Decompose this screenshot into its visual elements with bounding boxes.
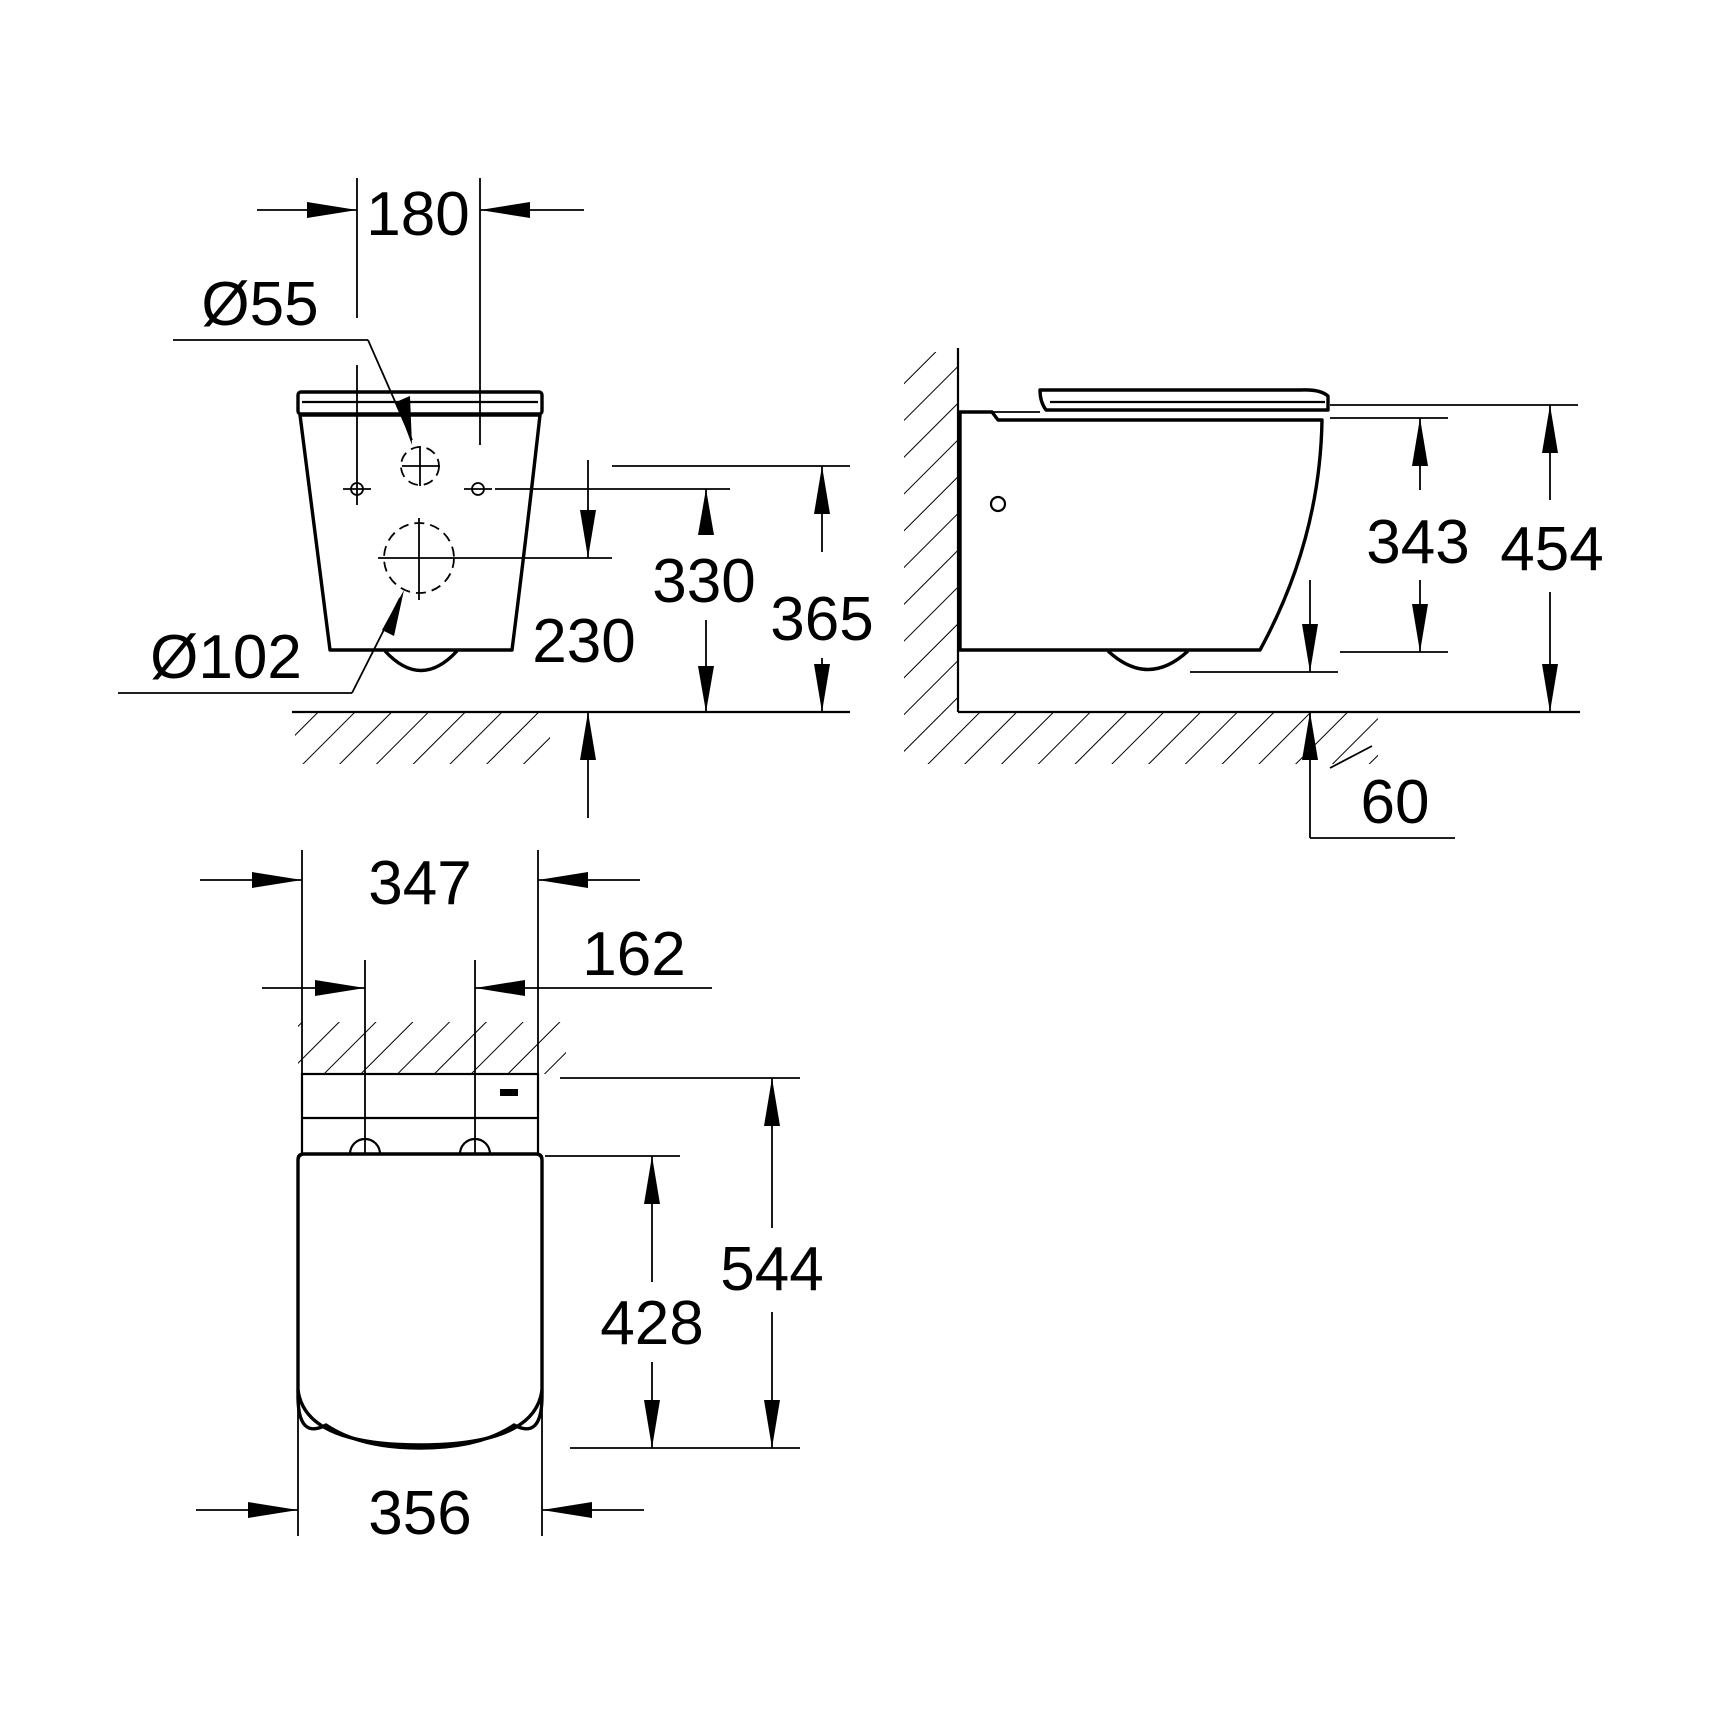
top-view: 347 162 428 544 356 xyxy=(196,849,824,1548)
front-view: 180 Ø55 Ø102 230 330 365 xyxy=(118,178,874,818)
side-bowl-body xyxy=(958,410,1324,652)
dim-side-60: 60 xyxy=(1361,768,1430,837)
dim-side-343: 343 xyxy=(1366,508,1469,577)
front-bowl-body xyxy=(298,413,542,652)
front-seat-lid xyxy=(296,390,544,416)
dim-side-454: 454 xyxy=(1500,515,1603,584)
dim-top-428: 428 xyxy=(600,1289,703,1358)
top-carrier-notch xyxy=(500,1089,518,1096)
label-o102: Ø102 xyxy=(150,623,302,692)
side-fixing-hole xyxy=(989,495,1007,513)
side-view: 343 454 60 xyxy=(904,348,1604,839)
side-outlet-pipe xyxy=(1106,649,1190,672)
dim-front-230: 230 xyxy=(532,607,635,676)
dim-top-347: 347 xyxy=(368,849,471,918)
label-o55: Ø55 xyxy=(201,270,318,339)
dim-top-356: 356 xyxy=(368,1479,471,1548)
top-carrier xyxy=(300,1072,540,1156)
side-seat-lid xyxy=(1038,388,1330,412)
top-wall-hatch xyxy=(298,1022,566,1074)
front-outlet-pipe xyxy=(383,649,459,673)
dim-top-162: 162 xyxy=(582,920,685,989)
front-floor-hatch xyxy=(295,712,550,764)
dim-front-width: 180 xyxy=(366,180,469,249)
dim-front-365: 365 xyxy=(770,585,873,654)
dim-top-544: 544 xyxy=(720,1235,823,1304)
dim-front-330: 330 xyxy=(652,547,755,616)
top-bowl-outline xyxy=(296,1152,544,1450)
side-wall-hatch xyxy=(904,352,958,764)
